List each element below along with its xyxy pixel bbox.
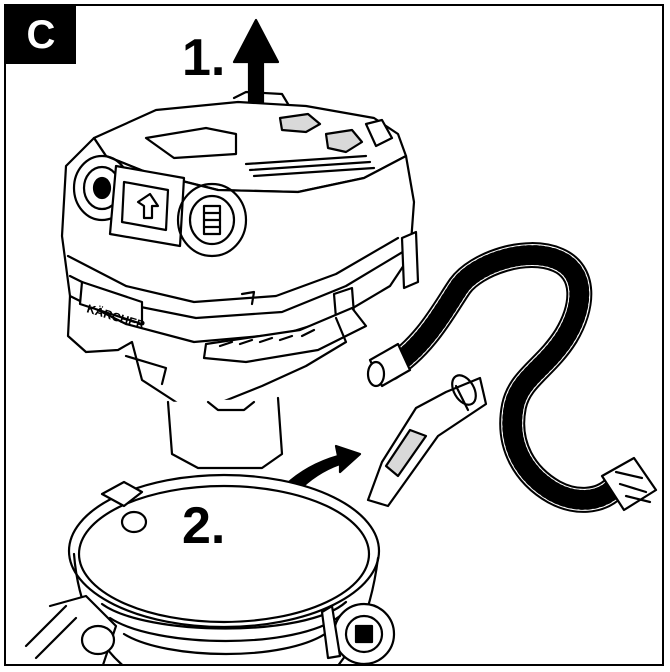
step-2-label: 2. [182,497,226,555]
suction-hose [366,242,658,513]
dust-container [24,473,396,664]
panel-label: C [6,6,76,64]
elbow-handle [366,374,488,508]
vacuum-illustration: KÄRCHER [24,18,658,664]
step-1-label: 1. [182,29,226,87]
figure-frame: C [4,4,664,666]
motor-head [60,90,420,470]
